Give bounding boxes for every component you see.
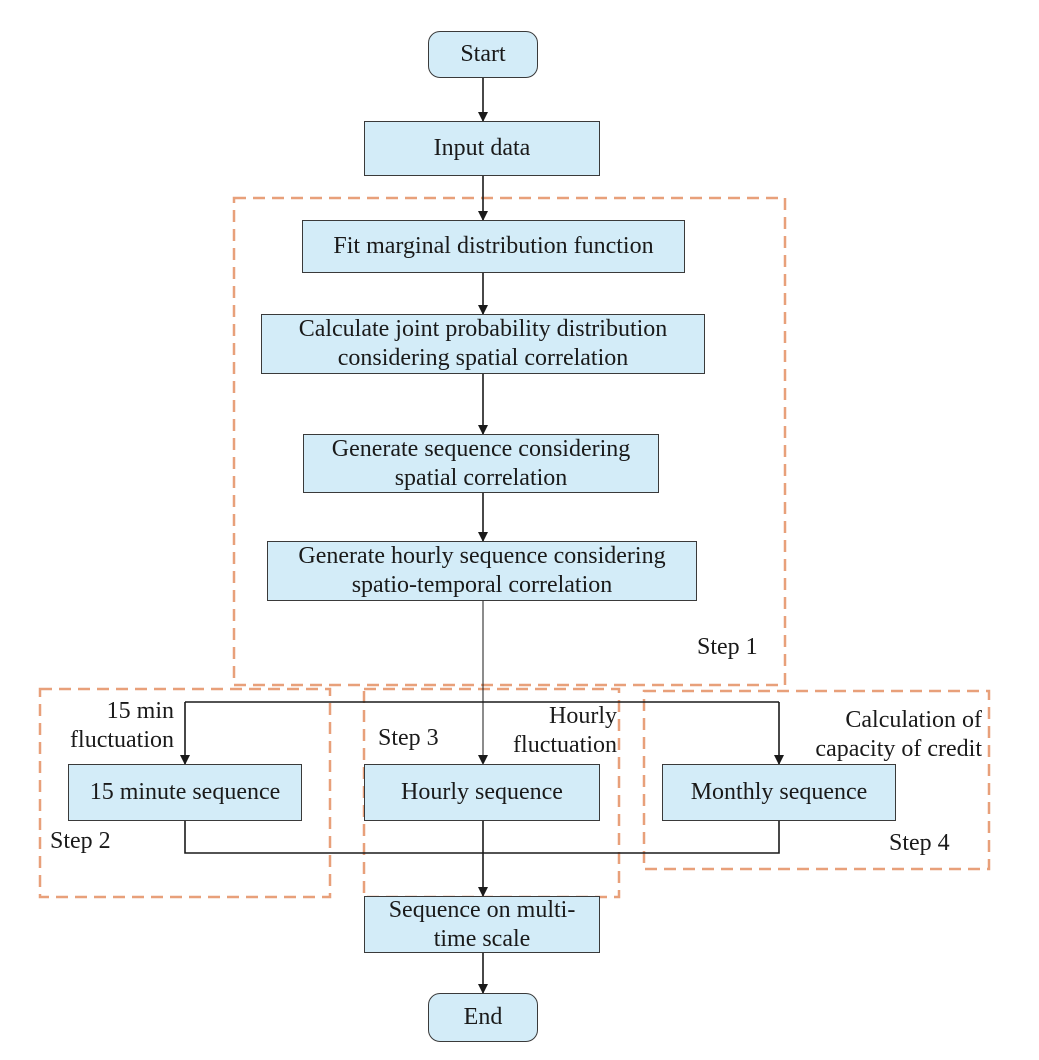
gen-hourly-line-2: spatio-temporal correlation <box>351 572 613 598</box>
input-data-label: Input data <box>433 135 531 161</box>
capacity-credit-label: Calculation of capacity of credit <box>815 707 982 762</box>
gen-sequence-node: Generate sequence considering spatial co… <box>303 434 659 493</box>
hourly-sequence-label: Hourly sequence <box>401 779 563 805</box>
gen-sequence-line-2: spatial correlation <box>394 464 568 491</box>
end-node: End <box>428 993 538 1042</box>
min15-sequence-node: 15 minute sequence <box>68 764 302 821</box>
step3-label: Step 3 <box>378 725 439 751</box>
multi-time-line-1: Sequence on multi- <box>388 896 576 923</box>
gen-hourly-node: Generate hourly sequence considering spa… <box>267 541 697 601</box>
fit-marginal-label: Fit marginal distribution function <box>333 233 654 259</box>
step2-frame <box>38 687 332 899</box>
merge-line <box>184 821 780 854</box>
step1-label: Step 1 <box>697 634 758 660</box>
min15-sequence-label: 15 minute sequence <box>89 779 281 805</box>
monthly-sequence-node: Monthly sequence <box>662 764 896 821</box>
end-label: End <box>463 1004 503 1030</box>
calc-joint-line-2: considering spatial correlation <box>337 345 629 371</box>
step4-frame <box>642 689 991 871</box>
fit-marginal-node: Fit marginal distribution function <box>302 220 685 273</box>
multi-time-node: Sequence on multi- time scale <box>364 896 600 953</box>
hourly-sequence-node: Hourly sequence <box>364 764 600 821</box>
step4-label: Step 4 <box>889 830 950 856</box>
input-data-node: Input data <box>364 121 600 176</box>
gen-sequence-line-1: Generate sequence considering <box>331 435 631 462</box>
min15-fluctuation-label: 15 min fluctuation <box>70 698 174 753</box>
step1-frame <box>232 196 787 687</box>
multi-time-line-2: time scale <box>433 925 531 952</box>
hourly-fluctuation-label: Hourly fluctuation <box>513 703 617 758</box>
calc-joint-node: Calculate joint probability distribution… <box>261 314 705 374</box>
calc-joint-line-1: Calculate joint probability distribution <box>298 316 668 342</box>
start-label: Start <box>460 41 506 67</box>
step2-label: Step 2 <box>50 828 111 854</box>
gen-hourly-line-1: Generate hourly sequence considering <box>298 543 666 569</box>
start-node: Start <box>428 31 538 78</box>
monthly-sequence-label: Monthly sequence <box>690 779 868 805</box>
